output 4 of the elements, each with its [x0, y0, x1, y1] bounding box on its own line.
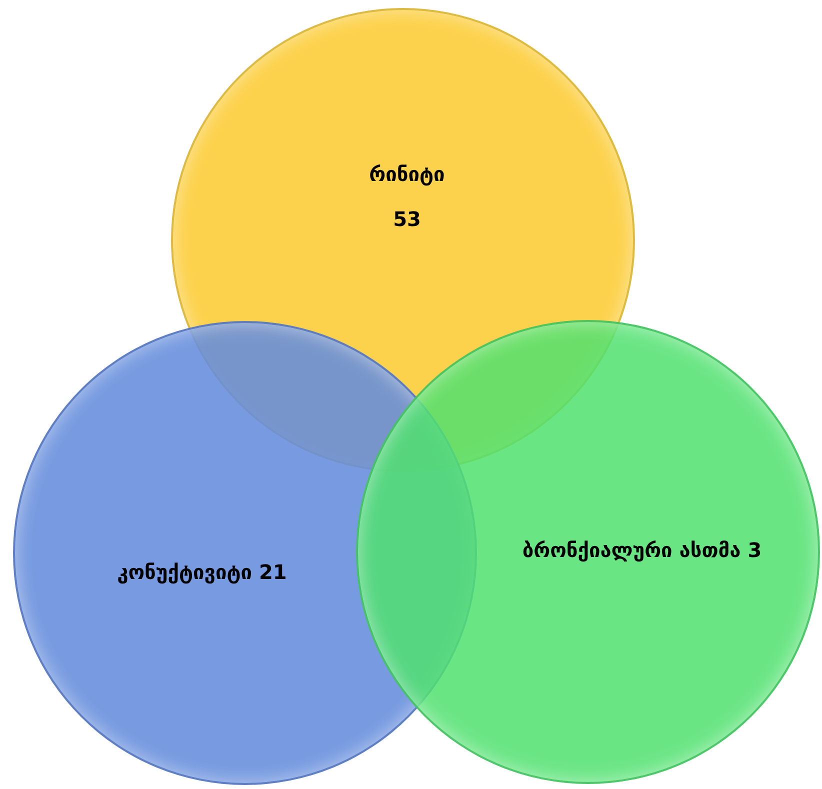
circle-label: კონუქტივიტი 21: [116, 560, 288, 585]
circle-label: რინიტი: [368, 162, 446, 187]
circle-label: 53: [392, 207, 422, 232]
circle-label: ბრონქიალური ასთმა 3: [522, 538, 762, 563]
